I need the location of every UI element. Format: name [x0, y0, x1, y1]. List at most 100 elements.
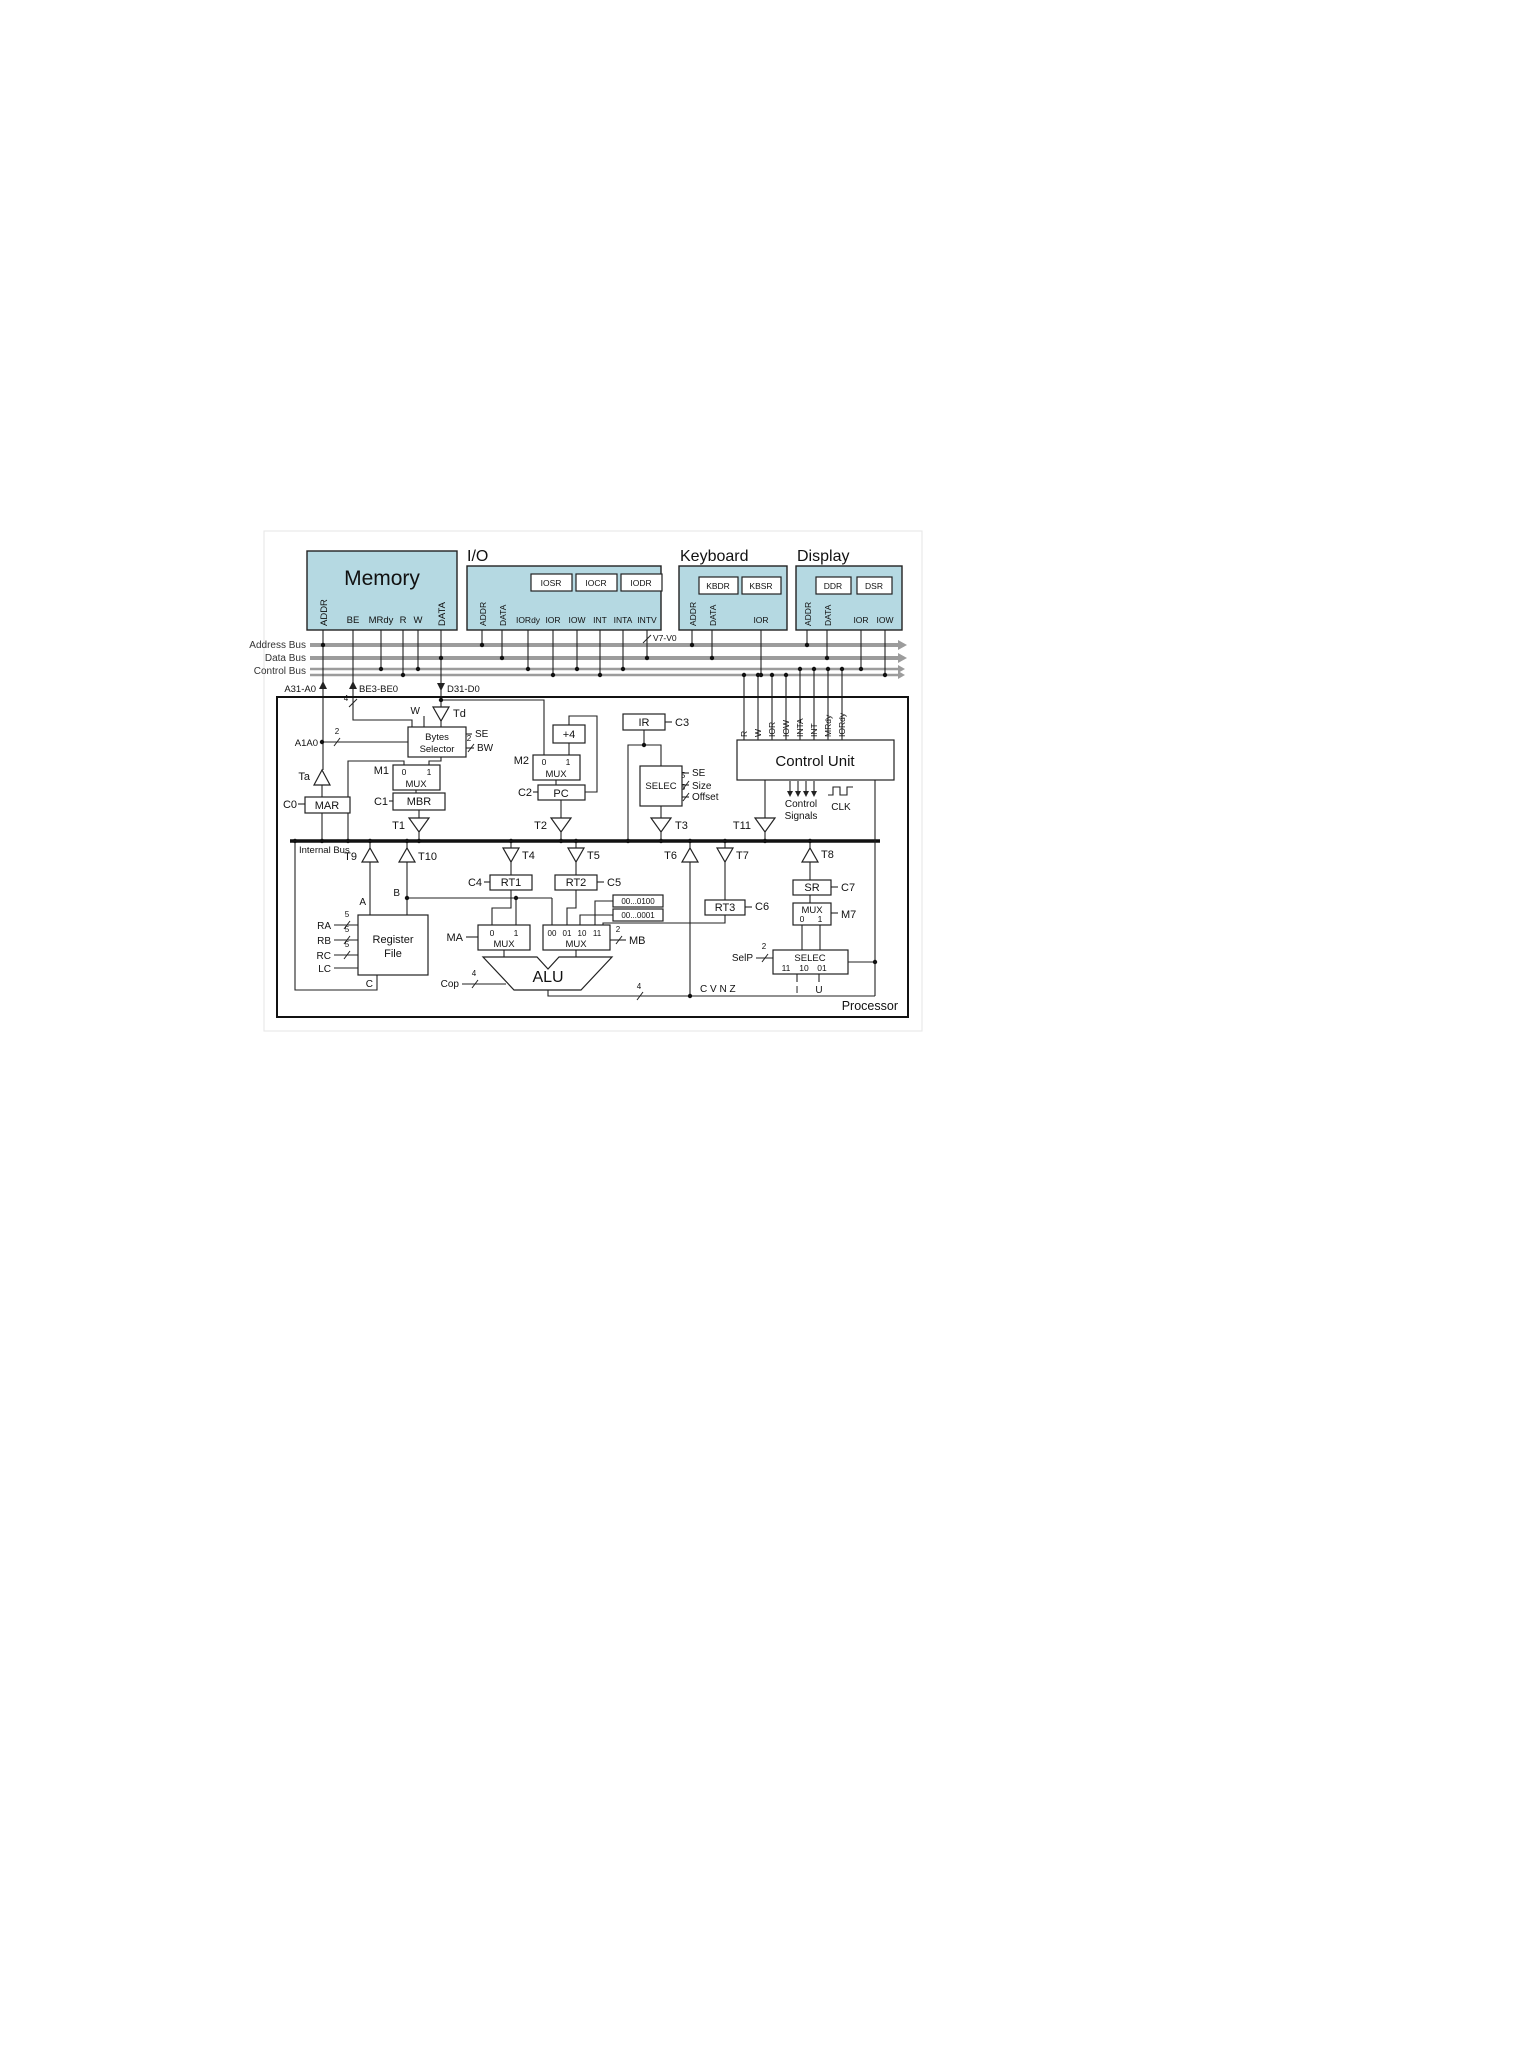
svg-text:MUX: MUX	[493, 939, 515, 950]
io-device: I/O IOSR IOCR IODR ADDR DATA IORdy IOR I…	[466, 548, 663, 631]
control-bus-arrow-2	[898, 671, 905, 679]
svg-text:MUX: MUX	[545, 769, 567, 780]
svg-text:1: 1	[427, 767, 432, 777]
svg-text:T9: T9	[344, 851, 357, 863]
svg-text:T11: T11	[733, 820, 751, 832]
size-signal: Size	[692, 781, 712, 792]
svg-text:10: 10	[578, 929, 587, 938]
mb-mux: 00 01 10 11 MUX MB	[542, 924, 646, 951]
svg-text:RT1: RT1	[501, 877, 522, 889]
kbdr-register	[698, 576, 739, 595]
io-pin-ior: IOR	[545, 615, 560, 625]
alu-unit: ALU Cop C V N Z	[441, 956, 736, 995]
iocr-label: IOCR	[585, 578, 606, 588]
c0-control: C0	[283, 799, 297, 811]
io-pin-addr: ADDR	[478, 602, 488, 626]
svg-text:2: 2	[335, 727, 340, 736]
svg-text:5: 5	[345, 925, 350, 934]
u-signal: U	[815, 985, 822, 996]
bytes-selector: Bytes Selector SE BW W A1A0	[295, 706, 494, 758]
mar-register: C0 MAR	[283, 796, 351, 814]
io-pin-data: DATA	[498, 604, 508, 626]
iosr-label: IOSR	[541, 578, 562, 588]
memory-device: Memory ADDR BE MRdy R W DATA	[306, 550, 458, 631]
const2-box	[612, 908, 664, 922]
register-file-box	[357, 914, 429, 976]
io-pin-intv: INTV	[637, 615, 657, 625]
ta-buffer-icon	[313, 768, 331, 786]
cu-pin-mrdy: MRdy	[823, 714, 833, 737]
kbdr-label: KBDR	[706, 581, 730, 591]
display-title: Display	[797, 548, 849, 565]
svg-text:T1: T1	[392, 820, 405, 832]
w-signal: W	[411, 706, 421, 717]
c7-control: C7	[841, 882, 855, 894]
svg-text:11: 11	[782, 963, 791, 973]
iosr-register	[530, 573, 573, 592]
rt2-box	[554, 874, 598, 891]
processor-wires	[294, 699, 876, 997]
c-signal: C	[366, 979, 373, 990]
register-file: Register File RA RB RC LC A B C	[317, 888, 429, 990]
sr-m7-stack: SR C7 MUX 0 1 M7	[792, 879, 856, 926]
control-unit-box	[736, 739, 895, 781]
svg-text:T6: T6	[664, 850, 677, 862]
io-pin-iow: IOW	[569, 615, 586, 625]
keyboard-pin-data: DATA	[708, 604, 718, 626]
svg-text:0: 0	[402, 767, 407, 777]
mbr-box	[392, 792, 446, 811]
control-signal-arrow-icon	[811, 791, 817, 797]
bytes-selector-box	[407, 726, 467, 758]
svg-text:SR: SR	[804, 882, 819, 894]
kbsr-label: KBSR	[749, 581, 772, 591]
c3-control: C3	[675, 717, 689, 729]
ma-mux-box	[477, 924, 531, 951]
svg-text:5: 5	[681, 783, 686, 792]
svg-text:IR: IR	[639, 717, 650, 729]
io-pin-inta: INTA	[614, 615, 633, 625]
dsr-register	[856, 576, 893, 595]
svg-text:01: 01	[563, 929, 572, 938]
rt3-box	[704, 899, 746, 916]
cu-pin-iow: IOW	[781, 720, 791, 737]
memory-pin-data: DATA	[437, 601, 448, 626]
svg-text:00: 00	[548, 929, 557, 938]
m2-mux: M2 0 1 MUX	[514, 754, 581, 781]
svg-text:T7: T7	[736, 850, 749, 862]
memory-box	[306, 550, 458, 631]
bw-signal: BW	[477, 743, 494, 754]
svg-text:11: 11	[593, 929, 602, 938]
memory-title: Memory	[344, 567, 420, 590]
plus4-unit: +4	[552, 724, 586, 744]
t7-buffer-icon	[715, 847, 735, 864]
ra-signal: RA	[317, 921, 331, 932]
svg-text:01: 01	[817, 963, 827, 973]
svg-text:00...0100: 00...0100	[621, 897, 655, 906]
processor-label: Processor	[842, 999, 898, 1013]
svg-text:2: 2	[616, 925, 621, 934]
t5-buffer-icon	[566, 847, 586, 864]
svg-text:2: 2	[467, 734, 472, 743]
keyboard-pin-ior: IOR	[753, 615, 768, 625]
m1-mux: M1 0 1 MUX	[374, 764, 441, 791]
selp-selec-box	[772, 949, 849, 975]
processor-box	[276, 696, 909, 1018]
svg-text:1: 1	[818, 914, 823, 924]
svg-text:MA: MA	[447, 932, 464, 944]
rc-signal: RC	[317, 951, 331, 962]
svg-text:MBR: MBR	[407, 796, 432, 808]
iocr-register	[575, 573, 618, 592]
svg-text:Bytes: Bytes	[425, 732, 449, 743]
td-buffer-icon	[431, 706, 451, 723]
svg-text:T2: T2	[534, 820, 547, 832]
svg-text:M2: M2	[514, 755, 529, 767]
svg-text:SELEC: SELEC	[645, 781, 676, 792]
dsr-label: DSR	[865, 581, 883, 591]
control-bus-label: Control Bus	[254, 666, 306, 677]
svg-text:5: 5	[345, 910, 350, 919]
memory-pin-w: W	[414, 615, 423, 626]
bus-width-numbers: 4 2 2 5 5 5 5 5 2 4 4 2	[335, 694, 767, 991]
svg-text:+4: +4	[563, 729, 576, 741]
